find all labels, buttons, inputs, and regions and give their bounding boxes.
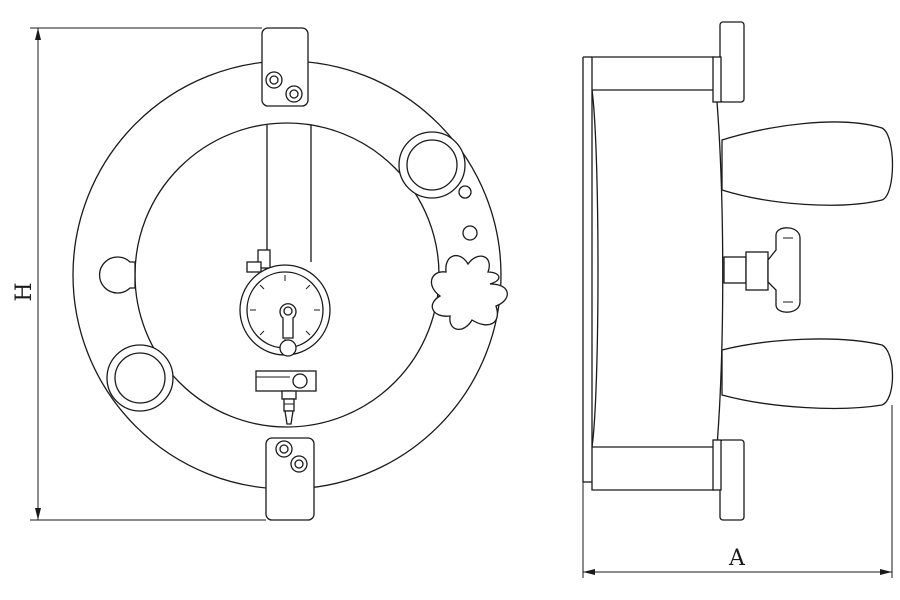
boss-lower-left: [106, 344, 174, 412]
upper-handle[interactable]: [721, 121, 894, 206]
gauge-holder-tab: [246, 261, 262, 273]
height-label: H: [12, 282, 37, 301]
lower-handle[interactable]: [721, 338, 894, 410]
top-flange: [712, 21, 745, 103]
small-hole: [462, 225, 478, 241]
dimension-height: H: [12, 27, 266, 521]
dimension-width: A: [582, 405, 893, 578]
side-view: A: [582, 21, 894, 578]
boss-upper-right: [398, 131, 466, 199]
bottom-clamp: [265, 437, 315, 521]
gauge-stem: [255, 370, 317, 425]
wing-screw-icon[interactable]: [723, 227, 801, 313]
bottom-flange: [712, 439, 745, 521]
small-hole: [458, 185, 472, 199]
star-knob-icon[interactable]: [430, 254, 508, 330]
dial-gauge-icon: [239, 264, 331, 357]
vertical-bar: [266, 125, 312, 262]
width-label: A: [728, 546, 746, 571]
left-notch: [98, 256, 136, 294]
front-view: H: [12, 27, 508, 521]
side-body: [591, 56, 724, 491]
top-clamp: [261, 27, 309, 107]
